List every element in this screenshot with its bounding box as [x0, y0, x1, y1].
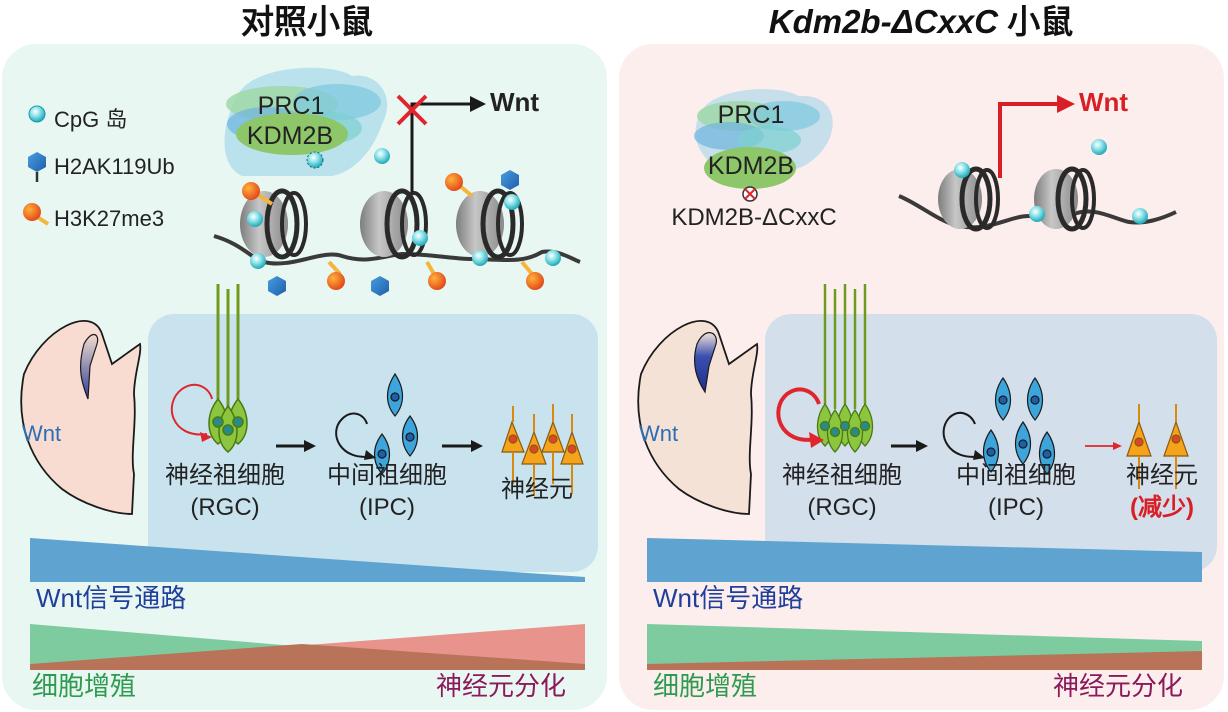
nucleosome-3: [456, 188, 524, 260]
proliferation-label: 细胞增殖: [32, 671, 137, 701]
prc1-kdm2b-complex: [694, 89, 833, 189]
ipc-abbr: (IPC): [359, 494, 415, 521]
ipc-self-renewal-arrow: [942, 411, 985, 460]
rgc-self-renewal-arrow: [776, 387, 824, 448]
deletion-x-icon: [742, 186, 758, 202]
nucleosome-1: [938, 166, 1000, 232]
cpg-island-icon: [28, 105, 46, 123]
wnt-pathway-label: Wnt信号通路: [36, 583, 187, 613]
wnt-gradient-bar: [30, 538, 585, 582]
prc1-label: PRC1: [257, 92, 325, 120]
rgc-cells: [816, 284, 874, 453]
wnt-gene-label: Wnt: [490, 87, 540, 117]
arrow-ipc-to-neuron-reduced: [1085, 442, 1122, 450]
kdm2b-deletion-label: KDM2B-ΔCxxC: [671, 204, 837, 231]
wnt-gene-label: Wnt: [1079, 87, 1129, 117]
neuron-label: 神经元: [1126, 462, 1198, 489]
rgc-abbr: (RGC): [190, 494, 260, 521]
brain-wnt-label: Wnt: [639, 421, 679, 446]
nucleosome-1: [240, 188, 308, 260]
prc1-label: PRC1: [717, 101, 785, 129]
arrow-rgc-to-ipc: [891, 440, 928, 452]
differentiation-gradient-bar: [647, 651, 1202, 670]
cpg-island-markers: [247, 148, 561, 269]
mutant-title-suffix: 小鼠: [998, 3, 1074, 40]
nucleosome-2: [360, 188, 428, 260]
mutant-title: Kdm2b-ΔCxxC 小鼠: [614, 2, 1228, 42]
wnt-pathway-label: Wnt信号通路: [653, 583, 804, 613]
ipc-abbr: (IPC): [988, 494, 1044, 521]
arrow-rgc-to-ipc: [276, 440, 316, 452]
h3k27me3-icon: [23, 203, 50, 226]
h2ak119ub-icon: [28, 152, 46, 182]
rgc-cells: [208, 284, 248, 453]
legend-h2ak119ub-label: H2AK119Ub: [54, 154, 175, 179]
prc1-kdm2b-complex: [224, 67, 388, 176]
gradient-overlap: [30, 644, 585, 670]
mutant-gene-name: Kdm2b-ΔCxxC: [768, 3, 999, 40]
control-panel: CpG 岛 H2AK119Ub H3K27me3 PRC1 KDM2B Wnt …: [2, 44, 607, 710]
rgc-abbr: (RGC): [807, 494, 877, 521]
kdm2b-label: KDM2B: [707, 152, 795, 180]
repressed-transcription-arrow: [410, 96, 486, 192]
h2ak119ub-markers: [268, 170, 519, 296]
ipc-label: 中间祖细胞: [956, 462, 1076, 489]
legend-cpg-label: CpG 岛: [54, 107, 128, 132]
brain-wnt-label: Wnt: [22, 421, 62, 446]
nucleosome-2: [1034, 166, 1096, 232]
rgc-label: 神经祖细胞: [782, 462, 902, 489]
arrow-ipc-to-neuron: [442, 440, 483, 452]
neuron-reduced-label: (减少): [1130, 494, 1194, 521]
cpg-island-markers: [954, 139, 1148, 224]
mutant-illustration: [637, 89, 1202, 670]
rgc-label: 神经祖细胞: [165, 462, 285, 489]
neuron-label: 神经元: [501, 476, 573, 503]
control-illustration: [20, 67, 585, 670]
active-transcription-arrow: [998, 95, 1075, 178]
ipc-cells: [373, 372, 419, 475]
differentiation-label: 神经元分化: [436, 671, 567, 701]
neuron-cells: [1126, 404, 1189, 489]
kdm2b-label: KDM2B: [246, 122, 334, 150]
brain-section-icon: [637, 320, 759, 515]
neuron-cells: [501, 404, 584, 496]
ipc-label: 中间祖细胞: [327, 462, 447, 489]
legend-h3k27me3-label: H3K27me3: [54, 206, 165, 231]
brain-section-icon: [20, 320, 142, 515]
differentiation-label: 神经元分化: [1053, 671, 1184, 701]
h3k27me3-markers: [242, 173, 544, 290]
block-x-icon: [396, 94, 428, 126]
ipc-self-renewal-arrow: [335, 412, 376, 460]
control-title: 对照小鼠: [241, 3, 373, 40]
rgc-self-renewal-arrow: [170, 383, 213, 442]
mutant-panel: PRC1 KDM2B KDM2B-ΔCxxC Wnt Wnt 神经祖细胞 (RG…: [619, 44, 1224, 710]
proliferation-label: 细胞增殖: [653, 671, 758, 701]
wnt-gradient-bar: [647, 538, 1202, 582]
ipc-cells: [982, 376, 1056, 475]
